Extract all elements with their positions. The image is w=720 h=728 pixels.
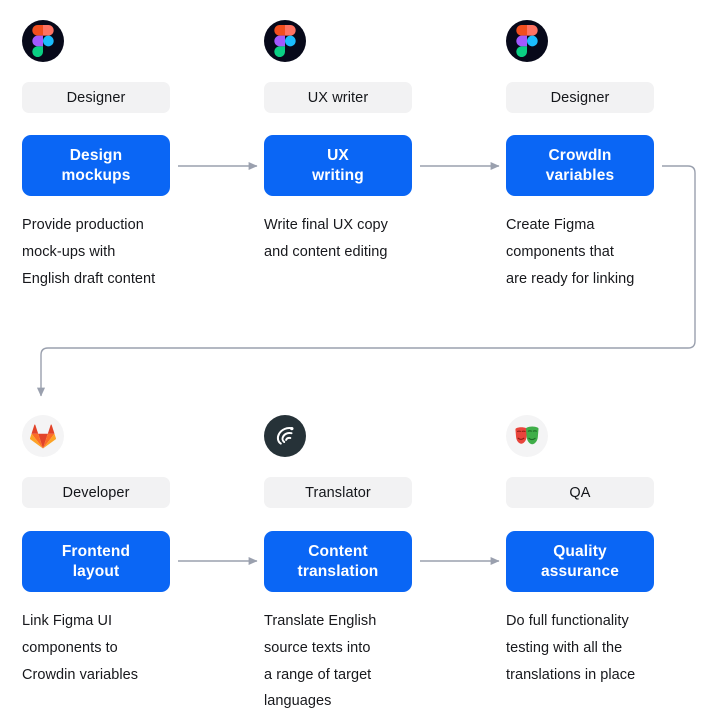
stage-label-line2: variables [545,166,615,184]
role-label: QA [506,477,654,508]
stage-label-line1: Content [308,542,368,560]
stage-label-line1: CrowdIn [548,146,612,164]
description-line: English draft content [22,270,156,287]
description-line: Write final UX copy [264,217,388,233]
role-label: Translator [264,477,412,508]
stage-box[interactable]: Design mockups [22,135,170,196]
stage-box[interactable]: Quality assurance [506,531,654,592]
description-line: Crowdin variables [22,666,139,683]
role-label: Designer [22,82,170,113]
stage-box[interactable]: CrowdIn variables [506,135,654,196]
description-line: are ready for linking [506,270,635,287]
description-line: Do full functionality [506,613,629,629]
step-description: Create Figma components that are ready f… [506,212,666,292]
stage-box[interactable]: Content translation [264,531,412,592]
stage-label-line1: Frontend [61,542,131,560]
stage-label-line2: assurance [540,562,620,580]
description-line: translations in place [506,666,636,683]
stage-label-line2: translation [297,562,379,580]
gitlab-icon [22,415,64,457]
stage-box[interactable]: UX writing [264,135,412,196]
description-line: components to [22,639,118,656]
description-line: source texts into [264,639,371,656]
step-description: Provide production mock-ups with English… [22,212,182,292]
stage-label-line1: Design [69,146,123,164]
stage-label-line1: Quality [553,542,607,560]
description-line: Create Figma [506,217,595,233]
description-line: a range of target [264,666,372,683]
role-label: Designer [506,82,654,113]
figma-icon [22,20,64,62]
step-description: Write final UX copy and content editing [264,212,424,266]
description-line: mock-ups with [22,243,116,260]
stage-box[interactable]: Frontend layout [22,531,170,592]
description-line: Link Figma UI [22,613,113,629]
stage-label-line1: UX [327,146,349,164]
crowdin-icon [264,415,306,457]
stage-label-line2: writing [312,166,364,184]
figma-icon [264,20,306,62]
role-label: Developer [22,477,170,508]
description-line: and content editing [264,243,388,260]
theater-masks-icon [506,415,548,457]
stage-label-line2: mockups [61,166,131,184]
description-line: Provide production [22,217,144,233]
description-line: testing with all the [506,639,623,656]
description-line: Translate English [264,613,377,629]
description-line: languages [264,693,332,710]
step-description: Translate English source texts into a ra… [264,608,424,715]
description-line: components that [506,243,614,260]
role-label: UX writer [264,82,412,113]
step-description: Link Figma UI components to Crowdin vari… [22,608,182,688]
stage-label-line2: layout [72,562,120,580]
figma-icon [506,20,548,62]
step-description: Do full functionality testing with all t… [506,608,666,688]
